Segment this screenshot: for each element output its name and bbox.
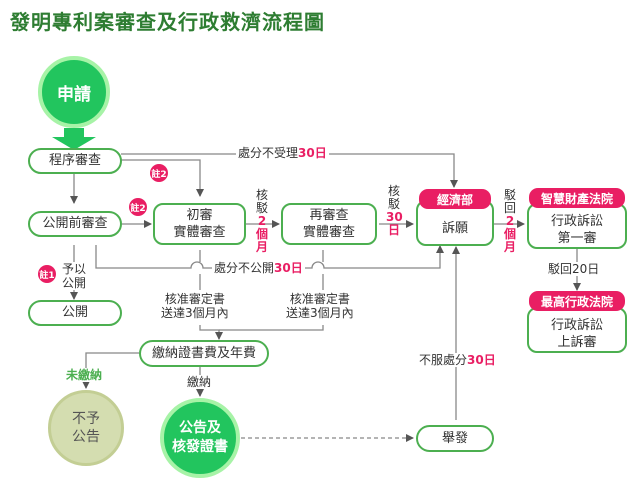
unpaid-label: 未繳納	[66, 368, 103, 382]
not-granted-node: 不予 公告	[48, 390, 124, 466]
publication-node: 公開	[28, 300, 122, 326]
re-exam-line1: 再審查	[309, 208, 349, 223]
grant-line1: 公告及	[179, 420, 221, 436]
not-granted-line2: 公告	[72, 429, 100, 445]
grant-line2: 核發證書	[172, 439, 228, 455]
vertical-char: 駁	[387, 197, 400, 211]
vertical-char: 駁	[503, 188, 516, 202]
vertical-char: 個	[255, 227, 268, 241]
initial-exam-line2: 實體審查	[173, 225, 226, 240]
formal-exam-label: 程序審查	[48, 153, 101, 168]
ip-court-header: 智慧財產法院	[529, 188, 625, 208]
vertical-char: 回	[503, 201, 516, 215]
vertical-char: 2	[505, 214, 515, 228]
ip-court-header-label: 智慧財產法院	[540, 191, 613, 206]
reject-days-label: 駁回20日	[548, 262, 600, 276]
invalidation-label: 舉發	[441, 430, 468, 446]
initial-exam-line1: 初審	[186, 208, 213, 223]
vertical-char: 月	[503, 240, 516, 254]
note2-badge-left: 註2	[129, 198, 147, 216]
note2-badge-upper: 註2	[150, 164, 168, 182]
apply-arrow	[52, 128, 96, 150]
supreme-court-line2: 上訴審	[557, 335, 597, 350]
supreme-court-header: 最高行政法院	[529, 291, 625, 311]
pay-fees-label: 繳納證書費及年費	[151, 345, 256, 361]
vertical-char: 駁	[255, 201, 268, 215]
re-exam-line2: 實體審查	[302, 225, 355, 240]
re-exam-node: 再審查 實體審查	[281, 203, 377, 245]
moea-appeal-label: 訴願	[441, 220, 468, 236]
pre-publication-node: 公開前審查	[28, 211, 122, 237]
not-accepted-label: 處分不受理30日	[236, 146, 329, 160]
diagram-title: 發明專利案審查及行政救濟流程圖	[10, 10, 325, 34]
supreme-court-node: 行政訴訟 上訴審	[527, 307, 627, 353]
disagree-label: 不服處分30日	[417, 353, 498, 367]
ip-court-line1: 行政訴訟	[550, 214, 603, 229]
initial-exam-node: 初審 實體審查	[153, 203, 246, 245]
pre-publication-label: 公開前審查	[42, 216, 108, 231]
approval-deadline-label-2: 核准審定書 送達3個月內	[286, 292, 354, 320]
paid-label: 繳納	[187, 375, 212, 389]
invalidation-node: 舉發	[416, 425, 494, 452]
apply-node: 申請	[38, 56, 110, 128]
pay-fees-node: 繳納證書費及年費	[139, 340, 269, 367]
approval-deadline-label-1: 核准審定書 送達3個月內	[161, 292, 229, 320]
not-published-label: 處分不公開30日	[212, 261, 305, 275]
moea-header: 經濟部	[419, 189, 491, 209]
grant-node: 公告及 核發證書	[160, 398, 240, 478]
not-granted-line1: 不予	[72, 411, 100, 427]
ip-court-line2: 第一審	[557, 231, 597, 246]
vertical-char: 30	[386, 210, 403, 224]
vertical-char: 個	[503, 227, 516, 241]
publication-label: 公開	[61, 305, 88, 320]
vertical-char: 2	[257, 214, 267, 228]
supreme-court-header-label: 最高行政法院	[540, 294, 613, 309]
apply-label: 申請	[57, 84, 91, 105]
vertical-char: 核	[387, 184, 400, 198]
note1-badge: 註1	[38, 265, 56, 283]
supreme-court-line1: 行政訴訟	[550, 318, 603, 333]
publication-request-label: 予以 公開	[62, 262, 87, 290]
ip-court-node: 行政訴訟 第一審	[527, 203, 627, 249]
vertical-char: 核	[255, 188, 268, 202]
vertical-char: 月	[255, 240, 268, 254]
formal-exam-node: 程序審查	[28, 148, 122, 174]
vertical-char: 日	[387, 223, 400, 237]
moea-header-label: 經濟部	[436, 192, 473, 207]
